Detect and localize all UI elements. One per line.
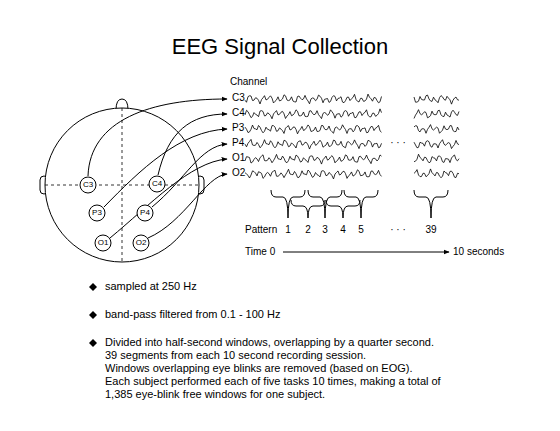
pattern-number: 39 xyxy=(425,225,436,235)
leader-arrows xyxy=(88,99,227,238)
axis-label: Time 0 xyxy=(245,247,275,257)
eeg-trace xyxy=(245,139,382,149)
eeg-trace xyxy=(414,169,459,178)
bullets xyxy=(89,283,97,347)
eeg-trace xyxy=(414,95,459,104)
electrode-label: P4 xyxy=(135,203,155,223)
eeg-trace xyxy=(245,154,382,164)
leader-arrow xyxy=(148,174,227,238)
bullet-diamond xyxy=(89,311,97,319)
bullet-text: Divided into half-second windows, overla… xyxy=(105,337,434,348)
bullet-diamond xyxy=(89,339,97,347)
eeg-trace xyxy=(245,109,382,119)
electrode-node: P3 xyxy=(87,203,107,223)
pattern-number: 1 xyxy=(285,225,291,235)
pattern-number: 3 xyxy=(322,225,328,235)
bullet-diamond xyxy=(89,283,97,291)
bullet-text: 1,385 eye-blink free windows for one sub… xyxy=(105,389,325,400)
axis-heading: Pattern xyxy=(245,225,277,235)
electrode-node: P4 xyxy=(135,203,155,223)
bullet-text: Windows overlapping eye blinks are remov… xyxy=(105,363,413,374)
eeg-trace xyxy=(245,125,382,134)
channel-name: P4 xyxy=(232,138,244,148)
pattern-number: 2 xyxy=(305,225,311,235)
diagram-title: EEG Signal Collection xyxy=(0,36,560,58)
eeg-trace xyxy=(414,140,459,149)
electrode-node: C4 xyxy=(147,174,167,194)
electrode-label: P3 xyxy=(87,203,107,223)
head-midline xyxy=(122,108,123,262)
brace xyxy=(326,200,360,218)
axis-label: 10 seconds xyxy=(453,247,504,257)
electrode-node: O1 xyxy=(93,233,113,253)
pattern-number: 4 xyxy=(340,225,346,235)
head-midline xyxy=(45,185,199,186)
channel-name: C3 xyxy=(232,93,245,103)
brace xyxy=(344,190,378,218)
pattern-braces xyxy=(271,190,448,218)
eeg-trace xyxy=(245,94,382,104)
channel-name: O1 xyxy=(232,153,245,163)
brace xyxy=(414,190,448,218)
bullet-text: band-pass filtered from 0.1 - 100 Hz xyxy=(105,309,280,320)
eeg-trace xyxy=(245,169,382,179)
ellipsis: · · · xyxy=(390,138,406,148)
bullet-text: sampled at 250 Hz xyxy=(105,281,197,292)
time-axis xyxy=(283,252,449,253)
channel-name: C4 xyxy=(232,108,245,118)
leader-arrow xyxy=(152,144,227,207)
brace xyxy=(271,190,305,218)
electrode-label: O2 xyxy=(131,233,151,253)
electrode-node: O2 xyxy=(131,233,151,253)
channel-name: O2 xyxy=(232,168,245,178)
axis-heading: Channel xyxy=(230,77,267,87)
electrode-label: C4 xyxy=(147,174,167,194)
eeg-trace xyxy=(414,125,459,134)
eeg-trace xyxy=(414,154,459,163)
ellipsis: · · · xyxy=(390,225,406,235)
eeg-traces xyxy=(245,94,459,179)
electrode-label: C3 xyxy=(78,175,98,195)
electrode-label: O1 xyxy=(93,233,113,253)
head-circle xyxy=(45,108,199,262)
bullet-text: 39 segments from each 10 second recordin… xyxy=(105,350,366,361)
leader-arrow xyxy=(104,129,227,207)
pattern-number: 5 xyxy=(358,225,364,235)
eeg-trace xyxy=(414,110,459,119)
leader-arrow xyxy=(110,159,227,238)
brace xyxy=(291,200,325,218)
bullet-text: Each subject performed each of five task… xyxy=(105,376,441,387)
brace xyxy=(308,190,342,218)
channel-name: P3 xyxy=(232,123,244,133)
electrode-node: C3 xyxy=(78,175,98,195)
